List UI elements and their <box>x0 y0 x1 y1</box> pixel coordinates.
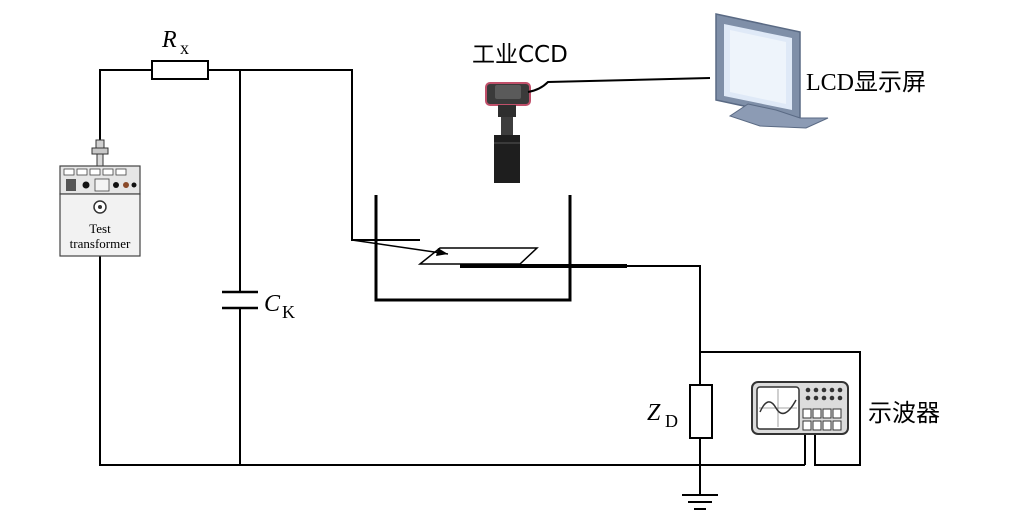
ccd-label: 工业CCD <box>472 42 568 68</box>
lcd-label: LCD显示屏 <box>806 70 926 96</box>
oscilloscope-icon <box>751 381 849 435</box>
test-vessel <box>374 195 572 302</box>
test-transformer-icon: Test transformer <box>59 139 141 257</box>
rx-label: R <box>161 27 177 53</box>
ck-subscript: K <box>282 302 295 322</box>
zd-label: Z <box>647 400 661 426</box>
transformer-label-line1: Test <box>89 221 111 236</box>
resistor-rx <box>151 60 209 80</box>
sample-electrode <box>351 239 627 268</box>
lcd-monitor-icon <box>715 13 829 129</box>
zd-subscript: D <box>665 411 678 431</box>
oscilloscope-label: 示波器 <box>868 399 940 427</box>
transformer-label-line2: transformer <box>70 236 131 251</box>
ck-label: C <box>264 291 281 317</box>
impedance-zd <box>689 384 713 439</box>
wires <box>99 69 861 495</box>
ground-symbol-icon <box>682 494 718 510</box>
industrial-ccd-camera-icon <box>485 77 711 183</box>
capacitor-ck <box>222 290 258 310</box>
rx-subscript: x <box>180 38 189 58</box>
